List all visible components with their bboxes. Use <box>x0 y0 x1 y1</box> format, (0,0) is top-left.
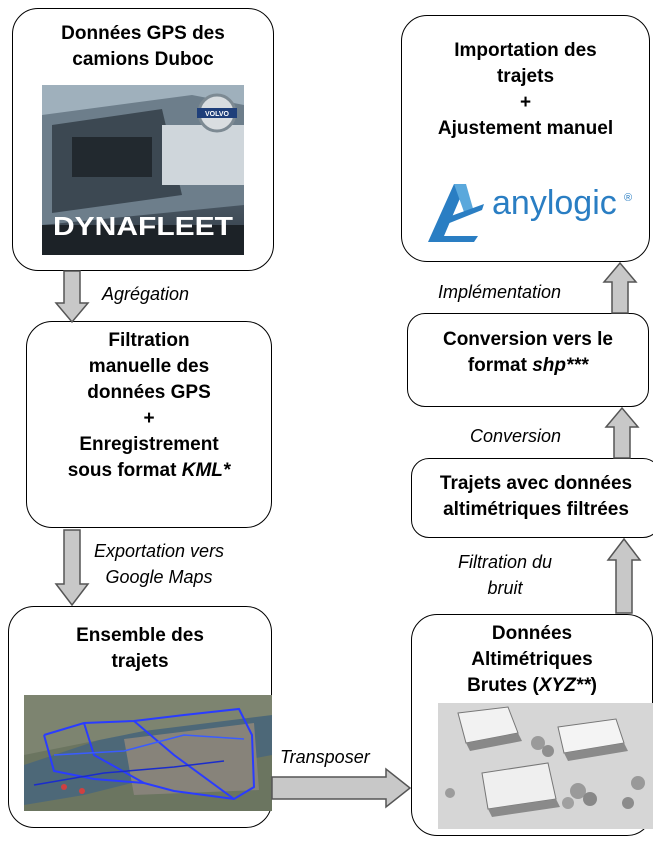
anylogic-logo-mark-icon <box>428 184 484 242</box>
label-filtration-bruit-line-2: bruit <box>487 578 523 598</box>
volvo-badge-text: VOLVO <box>205 111 230 118</box>
arrow-implementation <box>602 261 638 314</box>
importation-box: Importation des trajets + Ajustement man… <box>401 15 650 262</box>
ensemble-title: Ensemble des trajets <box>9 623 271 675</box>
importation-line-4: Ajustement manuel <box>437 118 614 139</box>
donnees-line-2: Altimétriques <box>471 649 593 670</box>
trajets-filtrees-title: Trajets avec données altimétriques filtr… <box>412 471 653 523</box>
satellite-routes-illustration <box>24 695 272 811</box>
conversion-shp-emph: shp*** <box>532 355 589 376</box>
donnees-line-3: Brutes (XYZ**) <box>412 673 652 699</box>
conversion-box: Conversion vers le format shp*** <box>407 313 649 407</box>
ensemble-trajets-box: Ensemble des trajets <box>8 606 272 828</box>
arrow-conversion <box>604 406 640 459</box>
arrow-exportation <box>54 529 90 607</box>
importation-line-3: + <box>519 92 532 113</box>
filtration-title: Filtration manuelle des données GPS + En… <box>27 328 271 484</box>
relief-illustration <box>438 703 653 829</box>
gps-data-title: Données GPS des camions Duboc <box>13 21 273 73</box>
dynafleet-truck-image: VOLVO DYNAFLEET <box>42 85 244 255</box>
filtration-line-6: sous format KML* <box>27 458 271 484</box>
arrow-transposer <box>271 767 412 809</box>
altimetric-relief-image <box>438 703 653 829</box>
filtration-line-6-prefix: sous format <box>67 460 182 481</box>
donnees-brutes-title: Données Altimétriques Brutes (XYZ**) <box>412 621 652 699</box>
label-implementation: Implémentation <box>438 282 562 302</box>
filtration-kml-emph: KML* <box>181 460 231 481</box>
gps-data-box: Données GPS des camions Duboc VOLVO DYNA… <box>12 8 274 271</box>
label-filtration-bruit-line-1: Filtration du <box>458 552 553 572</box>
donnees-xyz-emph: XYZ** <box>538 675 591 696</box>
importation-line-1: Importation des <box>454 40 597 61</box>
donnees-brutes-box: Données Altimétriques Brutes (XYZ**) <box>411 614 653 836</box>
truck-illustration: VOLVO DYNAFLEET <box>42 85 244 255</box>
ensemble-line-2: trajets <box>111 651 169 672</box>
filtration-line-3: données GPS <box>87 382 211 403</box>
anylogic-logo: anylogic ® <box>424 176 638 248</box>
label-exportation-line-2: Google Maps <box>105 567 213 587</box>
trajets-line-2: altimétriques filtrées <box>443 499 629 520</box>
label-filtration-bruit: Filtration du bruit <box>458 549 552 601</box>
label-exportation: Exportation vers Google Maps <box>94 538 224 590</box>
donnees-line-3-prefix: Brutes ( <box>467 675 539 696</box>
filtration-line-5: Enregistrement <box>79 434 219 455</box>
filtration-line-1: Filtration <box>108 330 190 351</box>
importation-line-2: trajets <box>496 66 555 87</box>
importation-title: Importation des trajets + Ajustement man… <box>402 38 649 142</box>
filtration-box: Filtration manuelle des données GPS + En… <box>26 321 272 528</box>
conversion-line-2: format shp*** <box>408 353 648 379</box>
trajets-filtrees-box: Trajets avec données altimétriques filtr… <box>411 458 653 538</box>
anylogic-registered-mark: ® <box>624 192 633 204</box>
filtration-line-2: manuelle des <box>88 356 210 377</box>
satellite-map-image <box>24 695 272 811</box>
gps-data-title-line-2: camions Duboc <box>72 49 214 70</box>
arrow-filtration-bruit <box>606 537 642 614</box>
conversion-line-2-prefix: format <box>467 355 533 376</box>
gps-data-title-line-1: Données GPS des <box>61 23 225 44</box>
label-transposer: Transposer <box>280 747 370 767</box>
donnees-line-1: Données <box>491 623 573 644</box>
filtration-line-4: + <box>143 408 155 429</box>
trajets-line-1: Trajets avec données <box>439 473 633 494</box>
label-conversion: Conversion <box>470 426 562 446</box>
label-agregation: Agrégation <box>102 284 190 304</box>
dynafleet-logo-text: DYNAFLEET <box>53 211 233 241</box>
ensemble-line-1: Ensemble des <box>76 625 204 646</box>
conversion-line-1: Conversion vers le <box>442 329 614 350</box>
arrow-agregation <box>54 270 90 324</box>
anylogic-logo-text: anylogic <box>492 184 617 222</box>
label-exportation-line-1: Exportation vers <box>94 541 225 561</box>
conversion-title: Conversion vers le format shp*** <box>408 327 648 379</box>
donnees-line-3-suffix: ) <box>590 675 597 696</box>
